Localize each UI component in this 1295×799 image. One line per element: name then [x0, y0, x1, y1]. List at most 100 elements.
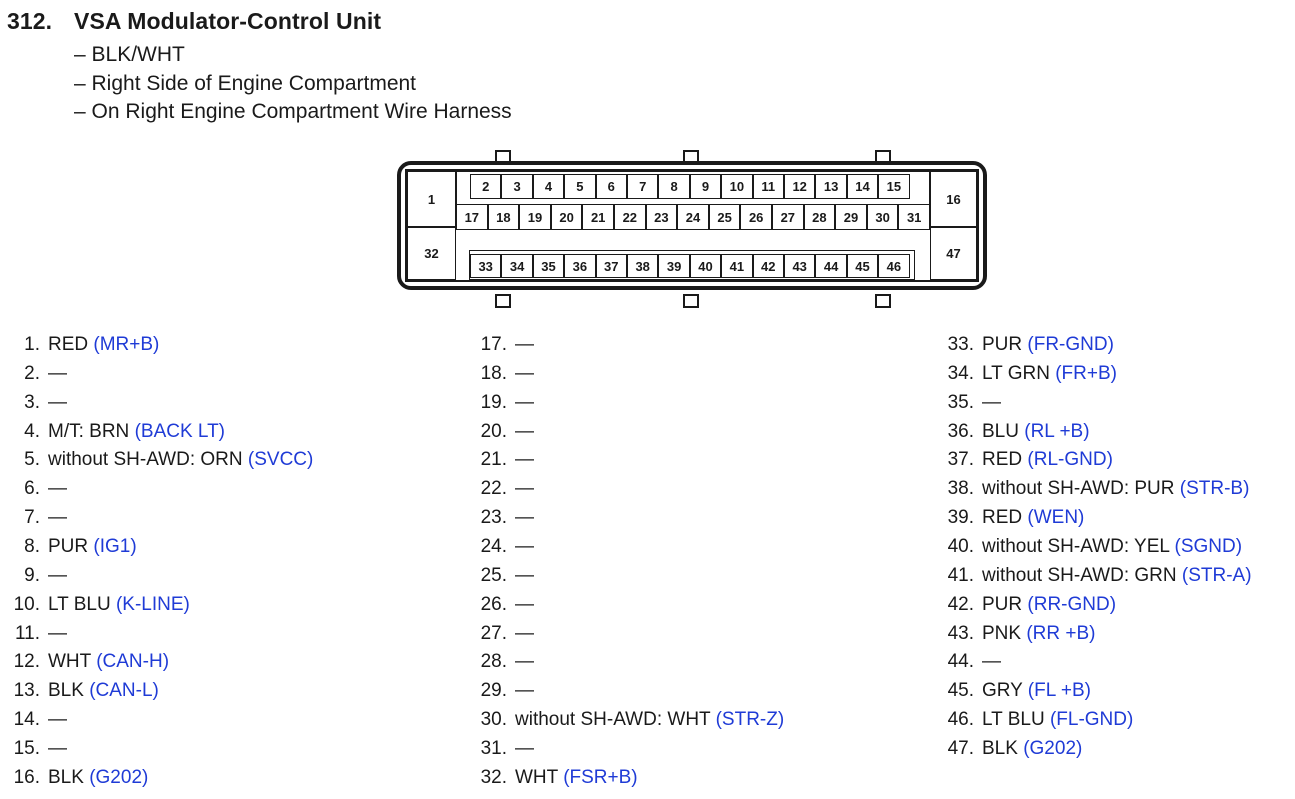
cavity: 40 [689, 254, 722, 278]
signal-name: (CAN-H) [96, 651, 170, 672]
signal-name: (RR +B) [1026, 623, 1096, 644]
signal-name: (STR-Z) [715, 709, 785, 730]
wire-color: — [515, 478, 534, 499]
connector-face [405, 169, 979, 282]
wire-color: — [48, 478, 67, 499]
signal-name: (RR-GND) [1027, 594, 1117, 615]
pin-entry: 33.PUR (FR-GND) [944, 334, 1114, 356]
signal-name: (WEN) [1027, 507, 1085, 528]
pin-entry: 28.— [477, 651, 534, 673]
cavity: 6 [595, 174, 627, 199]
pin-entry: 17.— [477, 334, 534, 356]
pin-number: 36. [947, 421, 974, 442]
cavity: 15 [878, 174, 910, 199]
cavity: 29 [835, 204, 867, 230]
connector-harness: – On Right Engine Compartment Wire Harne… [74, 100, 512, 123]
pin-entry: 27.— [477, 623, 534, 645]
cavity: 18 [487, 204, 520, 230]
pin-entry: 36.BLU (RL +B) [944, 421, 1090, 443]
pin-number: 39. [947, 507, 974, 528]
pin-number: 26. [480, 594, 507, 615]
cavity: 17 [456, 204, 488, 230]
cavity: 41 [721, 254, 753, 278]
pin-number: 35. [947, 392, 974, 413]
pin-number: 23. [480, 507, 507, 528]
signal-name: (SGND) [1174, 536, 1243, 557]
cavity: 23 [645, 204, 678, 230]
wire-color: — [48, 623, 67, 644]
pin-number: 5. [24, 449, 40, 470]
wire-color: BLK [48, 767, 84, 788]
wire-color: RED [48, 334, 89, 355]
signal-name: (FR+B) [1055, 363, 1117, 384]
cavity: 13 [815, 174, 847, 199]
cavity: 10 [721, 174, 753, 199]
pin-entry: 19.— [477, 392, 534, 414]
cavity: 9 [689, 174, 722, 199]
pin-number: 47. [947, 738, 974, 759]
pin-number: 12. [13, 651, 40, 672]
pin-number: 14. [13, 709, 40, 730]
signal-name: (FL-GND) [1049, 709, 1134, 730]
cavity: 3 [501, 174, 533, 199]
pin-entry: 5.without SH-AWD: ORN (SVCC) [8, 449, 313, 471]
pin-entry: 12. WHT (CAN-H) [8, 651, 169, 673]
lower-cavity-block [469, 250, 915, 280]
locking-tab [683, 294, 699, 308]
cavity: 32 [407, 227, 456, 280]
cavity: 37 [595, 254, 627, 278]
pin-number: 27. [480, 623, 507, 644]
pin-number: 18. [480, 363, 507, 384]
pin-entry: 15.— [8, 738, 67, 760]
pin-entry: 46.LT BLU (FL-GND) [944, 709, 1134, 731]
pin-entry: 10.LT BLU (K-LINE) [8, 594, 190, 616]
wire-color: PNK [982, 623, 1022, 644]
cavity: 14 [846, 174, 879, 199]
pin-entry: 18.— [477, 363, 534, 385]
pin-entry: 26.— [477, 594, 534, 616]
page-title: 312. VSA Modulator-Control Unit [7, 8, 381, 35]
cavity: 28 [803, 204, 836, 230]
cavity: 26 [740, 204, 772, 230]
signal-name: (RL-GND) [1027, 449, 1113, 470]
pin-number: 25. [480, 565, 507, 586]
wire-color: — [48, 709, 67, 730]
pin-number: 17. [480, 334, 507, 355]
pin-entry: 25.— [477, 565, 534, 587]
cavity: 12 [784, 174, 816, 199]
pin-number: 32. [480, 767, 507, 788]
signal-name: (FSR+B) [563, 767, 638, 788]
wire-color: PUR [48, 536, 89, 557]
section-number: 312. [7, 8, 53, 34]
pin-number: 21. [480, 449, 507, 470]
cavity: 21 [582, 204, 614, 230]
cavity: 22 [614, 204, 646, 230]
wire-color: — [515, 392, 534, 413]
wire-color: WHT [48, 651, 91, 672]
cavity: 39 [658, 254, 690, 278]
wire-color: LT GRN [982, 363, 1050, 384]
cavity: 47 [930, 227, 977, 280]
cavity: 31 [898, 204, 930, 230]
cavity: 20 [550, 204, 583, 230]
pin-number: 44. [947, 651, 974, 672]
cavity: 42 [752, 254, 784, 278]
pin-number: 7. [24, 507, 40, 528]
pin-number: 13. [13, 680, 40, 701]
pin-entry: 38.without SH-AWD: PUR (STR-B) [944, 478, 1250, 500]
wire-color: without SH-AWD: YEL [982, 536, 1170, 557]
component-name: VSA Modulator-Control Unit [74, 8, 382, 34]
pin-number: 41. [947, 565, 974, 586]
wire-color: RED [982, 449, 1023, 470]
pin-number: 38. [947, 478, 974, 499]
pin-entry: 22.— [477, 478, 534, 500]
wire-color: LT BLU [982, 709, 1045, 730]
signal-name: (IG1) [93, 536, 137, 557]
pin-entry: 41.without SH-AWD: GRN (STR-A) [944, 565, 1252, 587]
wire-color: PUR [982, 334, 1023, 355]
pin-entry: 34.LT GRN (FR+B) [944, 363, 1117, 385]
pin-entry: 3.— [8, 392, 67, 414]
wire-color: BLK [48, 680, 84, 701]
pin-entry: 4.M/T: BRN (BACK LT) [8, 421, 225, 443]
